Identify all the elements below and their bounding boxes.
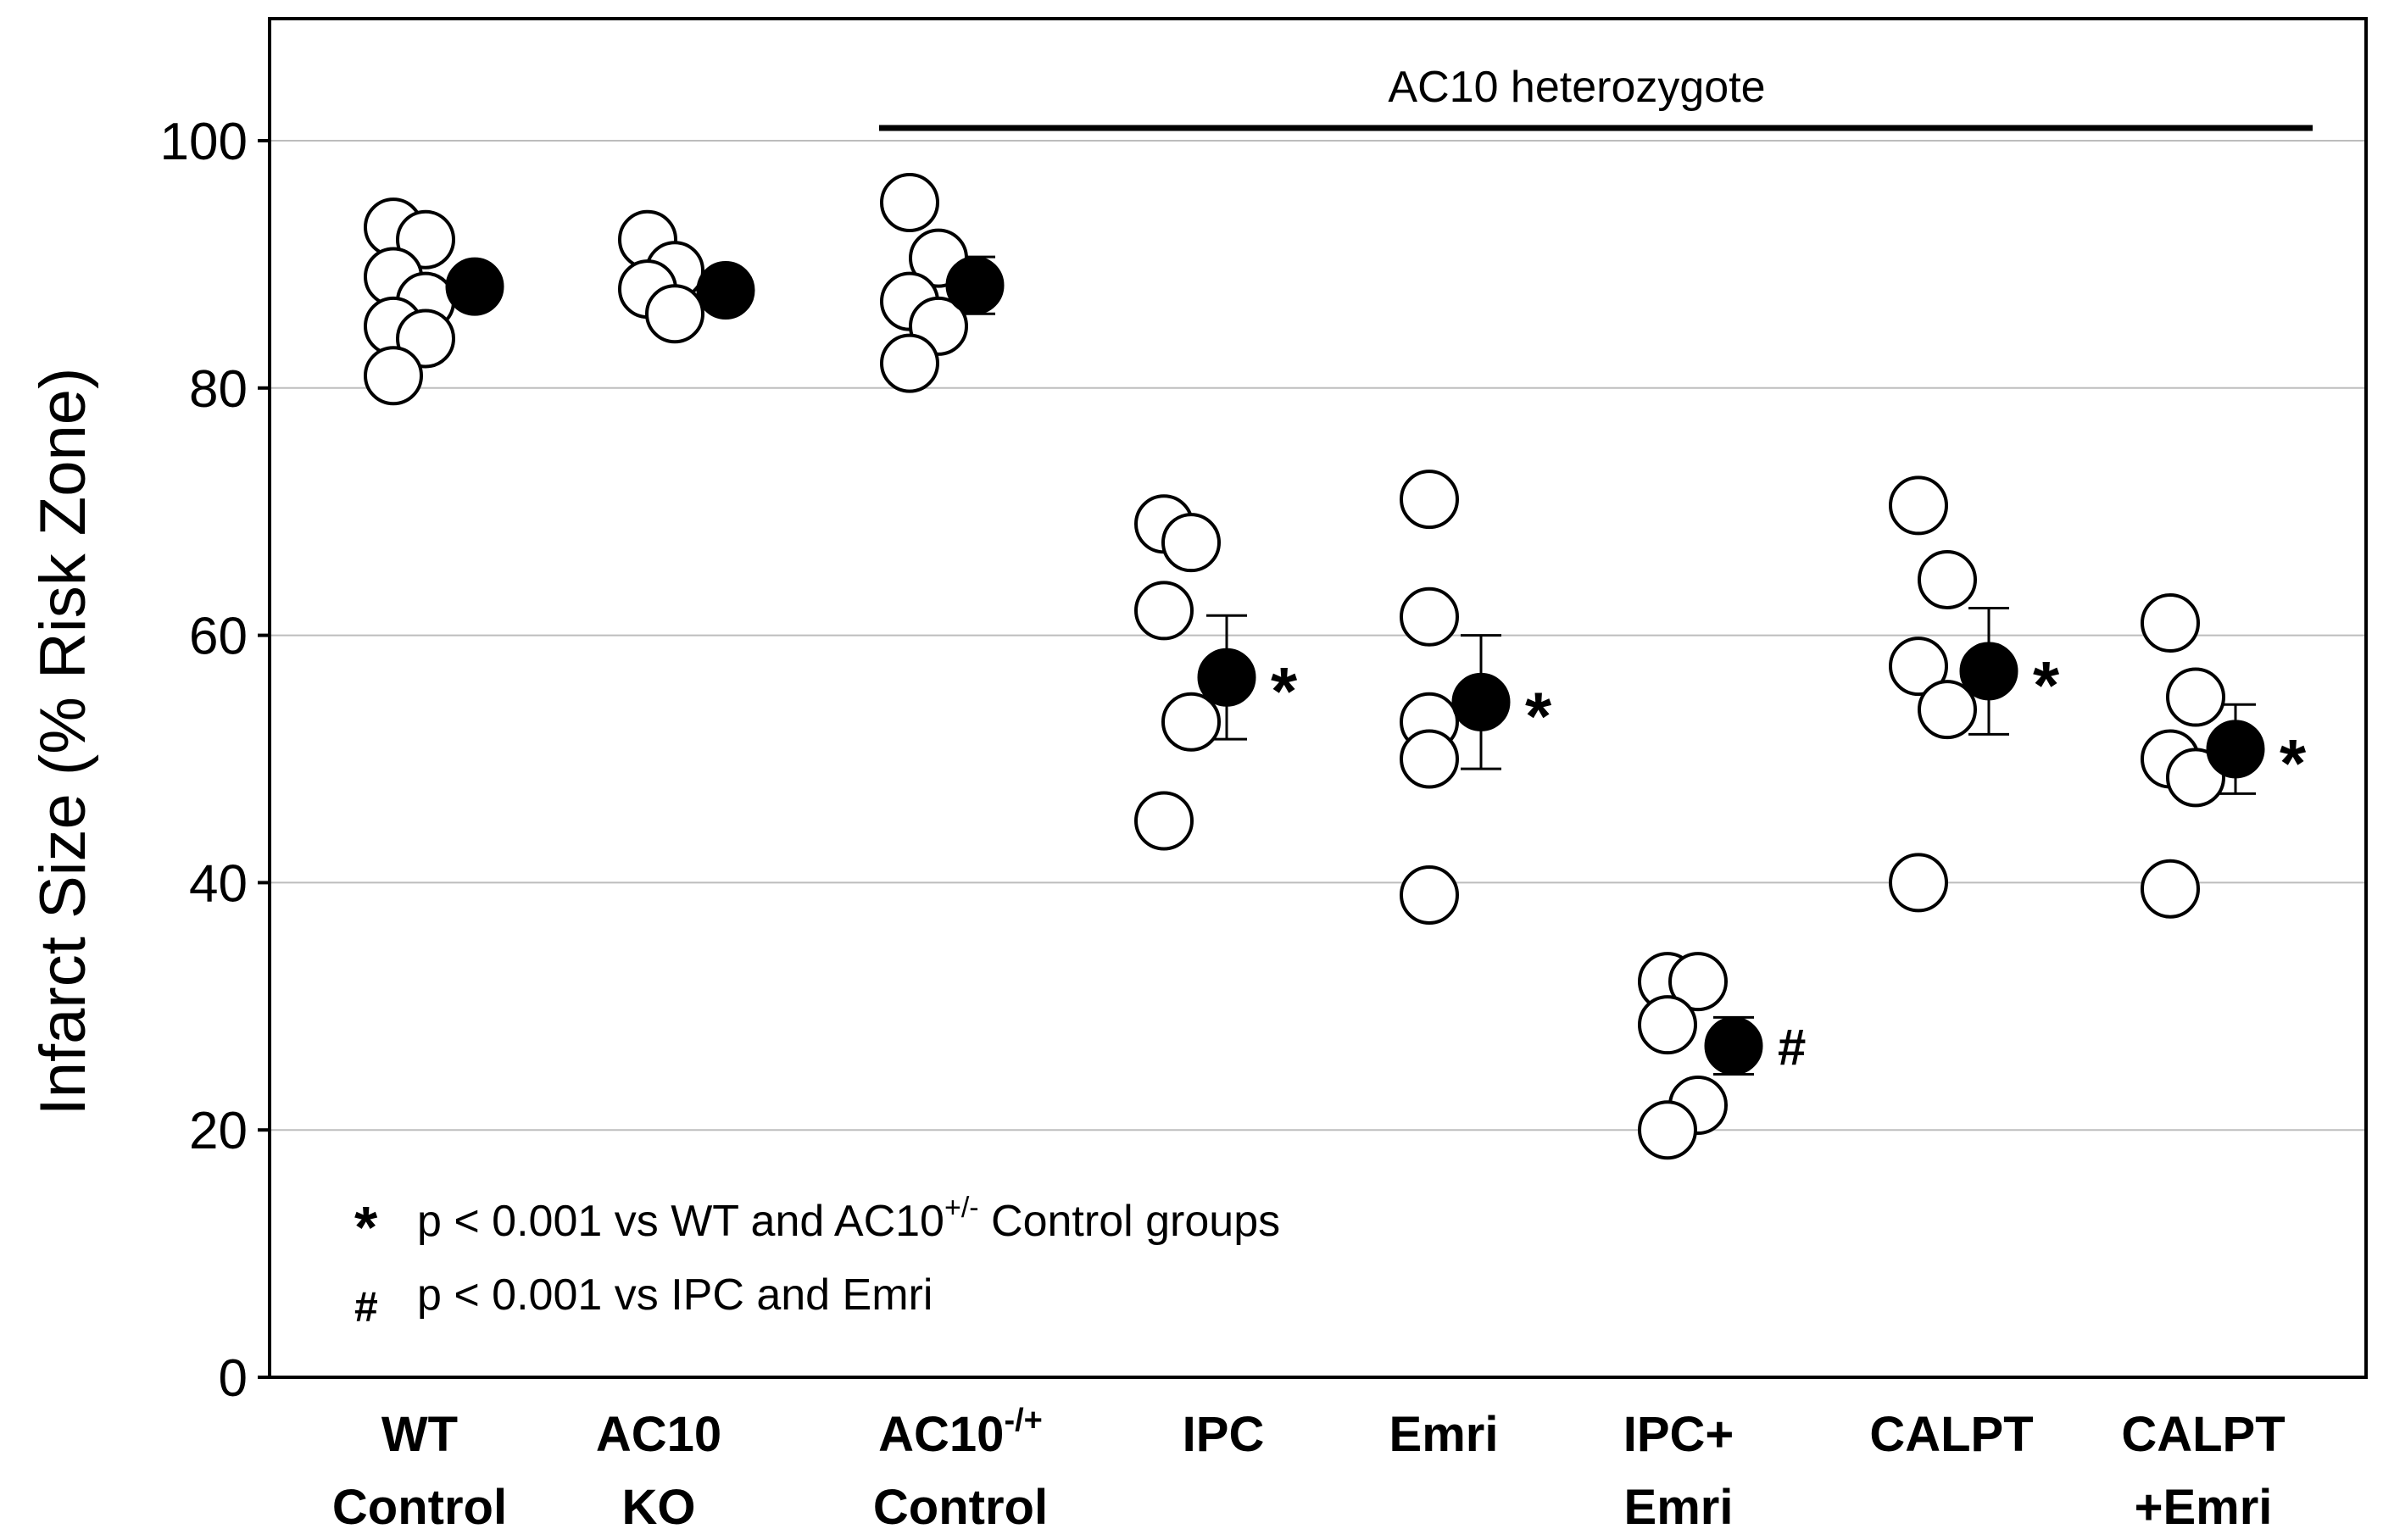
y-tick-label: 0 <box>219 1349 248 1408</box>
gridlines <box>270 140 2366 1131</box>
individual-point <box>1400 470 1459 530</box>
category-label: CALPT +Emri <box>2121 1407 2285 1535</box>
category-label-line: CALPT <box>2121 1407 2285 1462</box>
mean-point <box>945 256 1005 315</box>
individual-point <box>2166 667 2225 727</box>
category-label-line: WT <box>381 1407 458 1462</box>
category-label-line: +Emri <box>2135 1480 2273 1535</box>
individual-point <box>1918 680 1977 740</box>
note-text-main: p < 0.001 vs WT and AC10 <box>417 1197 944 1246</box>
note-text: p < 0.001 vs WT and AC10+/- Control grou… <box>417 1192 1280 1246</box>
individual-point <box>1161 513 1221 573</box>
individual-point <box>1668 952 1728 1012</box>
note-superscript: +/- <box>944 1192 979 1224</box>
heterozygote-bracket: AC10 heterozygote <box>879 63 2313 131</box>
individual-point <box>2166 748 2225 808</box>
individual-point <box>1889 853 1948 913</box>
category-label: WT Control <box>332 1407 507 1535</box>
category-label: AC10-/+ Control <box>873 1403 1048 1535</box>
y-tick-label: 40 <box>189 854 248 913</box>
category-label-superscript: -/+ <box>1004 1403 1042 1438</box>
category-group: * <box>1889 475 2060 913</box>
category-group <box>618 209 755 344</box>
mean-point <box>2206 720 2265 779</box>
data-points: * * # * * <box>364 172 2307 1160</box>
individual-point <box>2141 859 2200 919</box>
note-text-after: Control groups <box>979 1197 1281 1246</box>
bracket-label: AC10 heterozygote <box>1388 63 1765 112</box>
individual-point <box>1134 581 1194 641</box>
category-group <box>364 197 504 406</box>
category-group: * <box>1134 494 1298 851</box>
y-tick-label: 60 <box>189 608 248 666</box>
individual-point <box>880 172 939 232</box>
category-label-line: Emri <box>1624 1480 1734 1535</box>
individual-point <box>645 284 704 344</box>
y-tick-label: 80 <box>189 360 248 419</box>
significance-notes: * p < 0.001 vs WT and AC10+/- Control gro… <box>354 1192 1280 1331</box>
significance-marker: * <box>1525 678 1552 753</box>
individual-point <box>2141 593 2200 653</box>
individual-point <box>1400 587 1459 647</box>
category-label: CALPT <box>1869 1407 2033 1462</box>
significance-marker: * <box>2033 648 2060 723</box>
note-symbol: # <box>354 1283 378 1331</box>
note-text-main: p < 0.001 vs IPC and Emri <box>417 1270 933 1320</box>
category-label-line: Emri <box>1389 1407 1499 1462</box>
plot-frame <box>268 17 2368 1379</box>
significance-marker: * <box>1271 653 1298 729</box>
individual-point <box>1161 692 1221 752</box>
note-text: p < 0.001 vs IPC and Emri <box>417 1270 933 1320</box>
category-label-line: Control <box>332 1480 507 1535</box>
mean-point <box>1959 642 2018 701</box>
category-label-line: AC10 <box>878 1407 1004 1462</box>
category-group: # <box>1638 952 1806 1160</box>
category-label-line: IPC <box>1183 1407 1265 1462</box>
individual-point <box>1400 729 1459 789</box>
mean-point <box>1451 672 1511 731</box>
category-label-line: IPC+ <box>1623 1407 1734 1462</box>
individual-point <box>1889 637 1948 697</box>
individual-point <box>1134 791 1194 851</box>
individual-point <box>364 346 423 406</box>
individual-point <box>1889 475 1948 536</box>
category-label-line: CALPT <box>1869 1407 2033 1462</box>
y-tick-label: 100 <box>160 113 248 171</box>
y-axis-ticks: 0 20 40 60 80 100 <box>160 113 270 1408</box>
significance-marker: * <box>2280 726 2307 801</box>
category-label-line: KO <box>622 1480 696 1535</box>
category-label-line: AC10 <box>596 1407 721 1462</box>
category-group: * <box>2141 593 2307 919</box>
significance-marker: # <box>1778 1019 1806 1076</box>
category-group <box>880 172 1005 393</box>
individual-point <box>1400 865 1459 925</box>
category-group: * <box>1400 470 1552 925</box>
y-axis-label: Infarct Size (% Risk Zone) <box>27 368 99 1116</box>
note-symbol: * <box>354 1194 378 1260</box>
individual-point <box>1638 1100 1697 1160</box>
individual-point <box>880 333 939 393</box>
category-label: IPC+ Emri <box>1623 1407 1734 1535</box>
category-label-line: Control <box>873 1480 1048 1535</box>
y-tick-label: 20 <box>189 1102 248 1160</box>
mean-point <box>696 261 755 320</box>
category-label: IPC <box>1183 1407 1265 1462</box>
mean-point <box>445 257 504 316</box>
mean-point <box>1704 1016 1763 1076</box>
category-label: Emri <box>1389 1407 1499 1462</box>
mean-point <box>1197 648 1256 707</box>
individual-point <box>1638 995 1697 1055</box>
individual-point <box>1918 549 1977 609</box>
